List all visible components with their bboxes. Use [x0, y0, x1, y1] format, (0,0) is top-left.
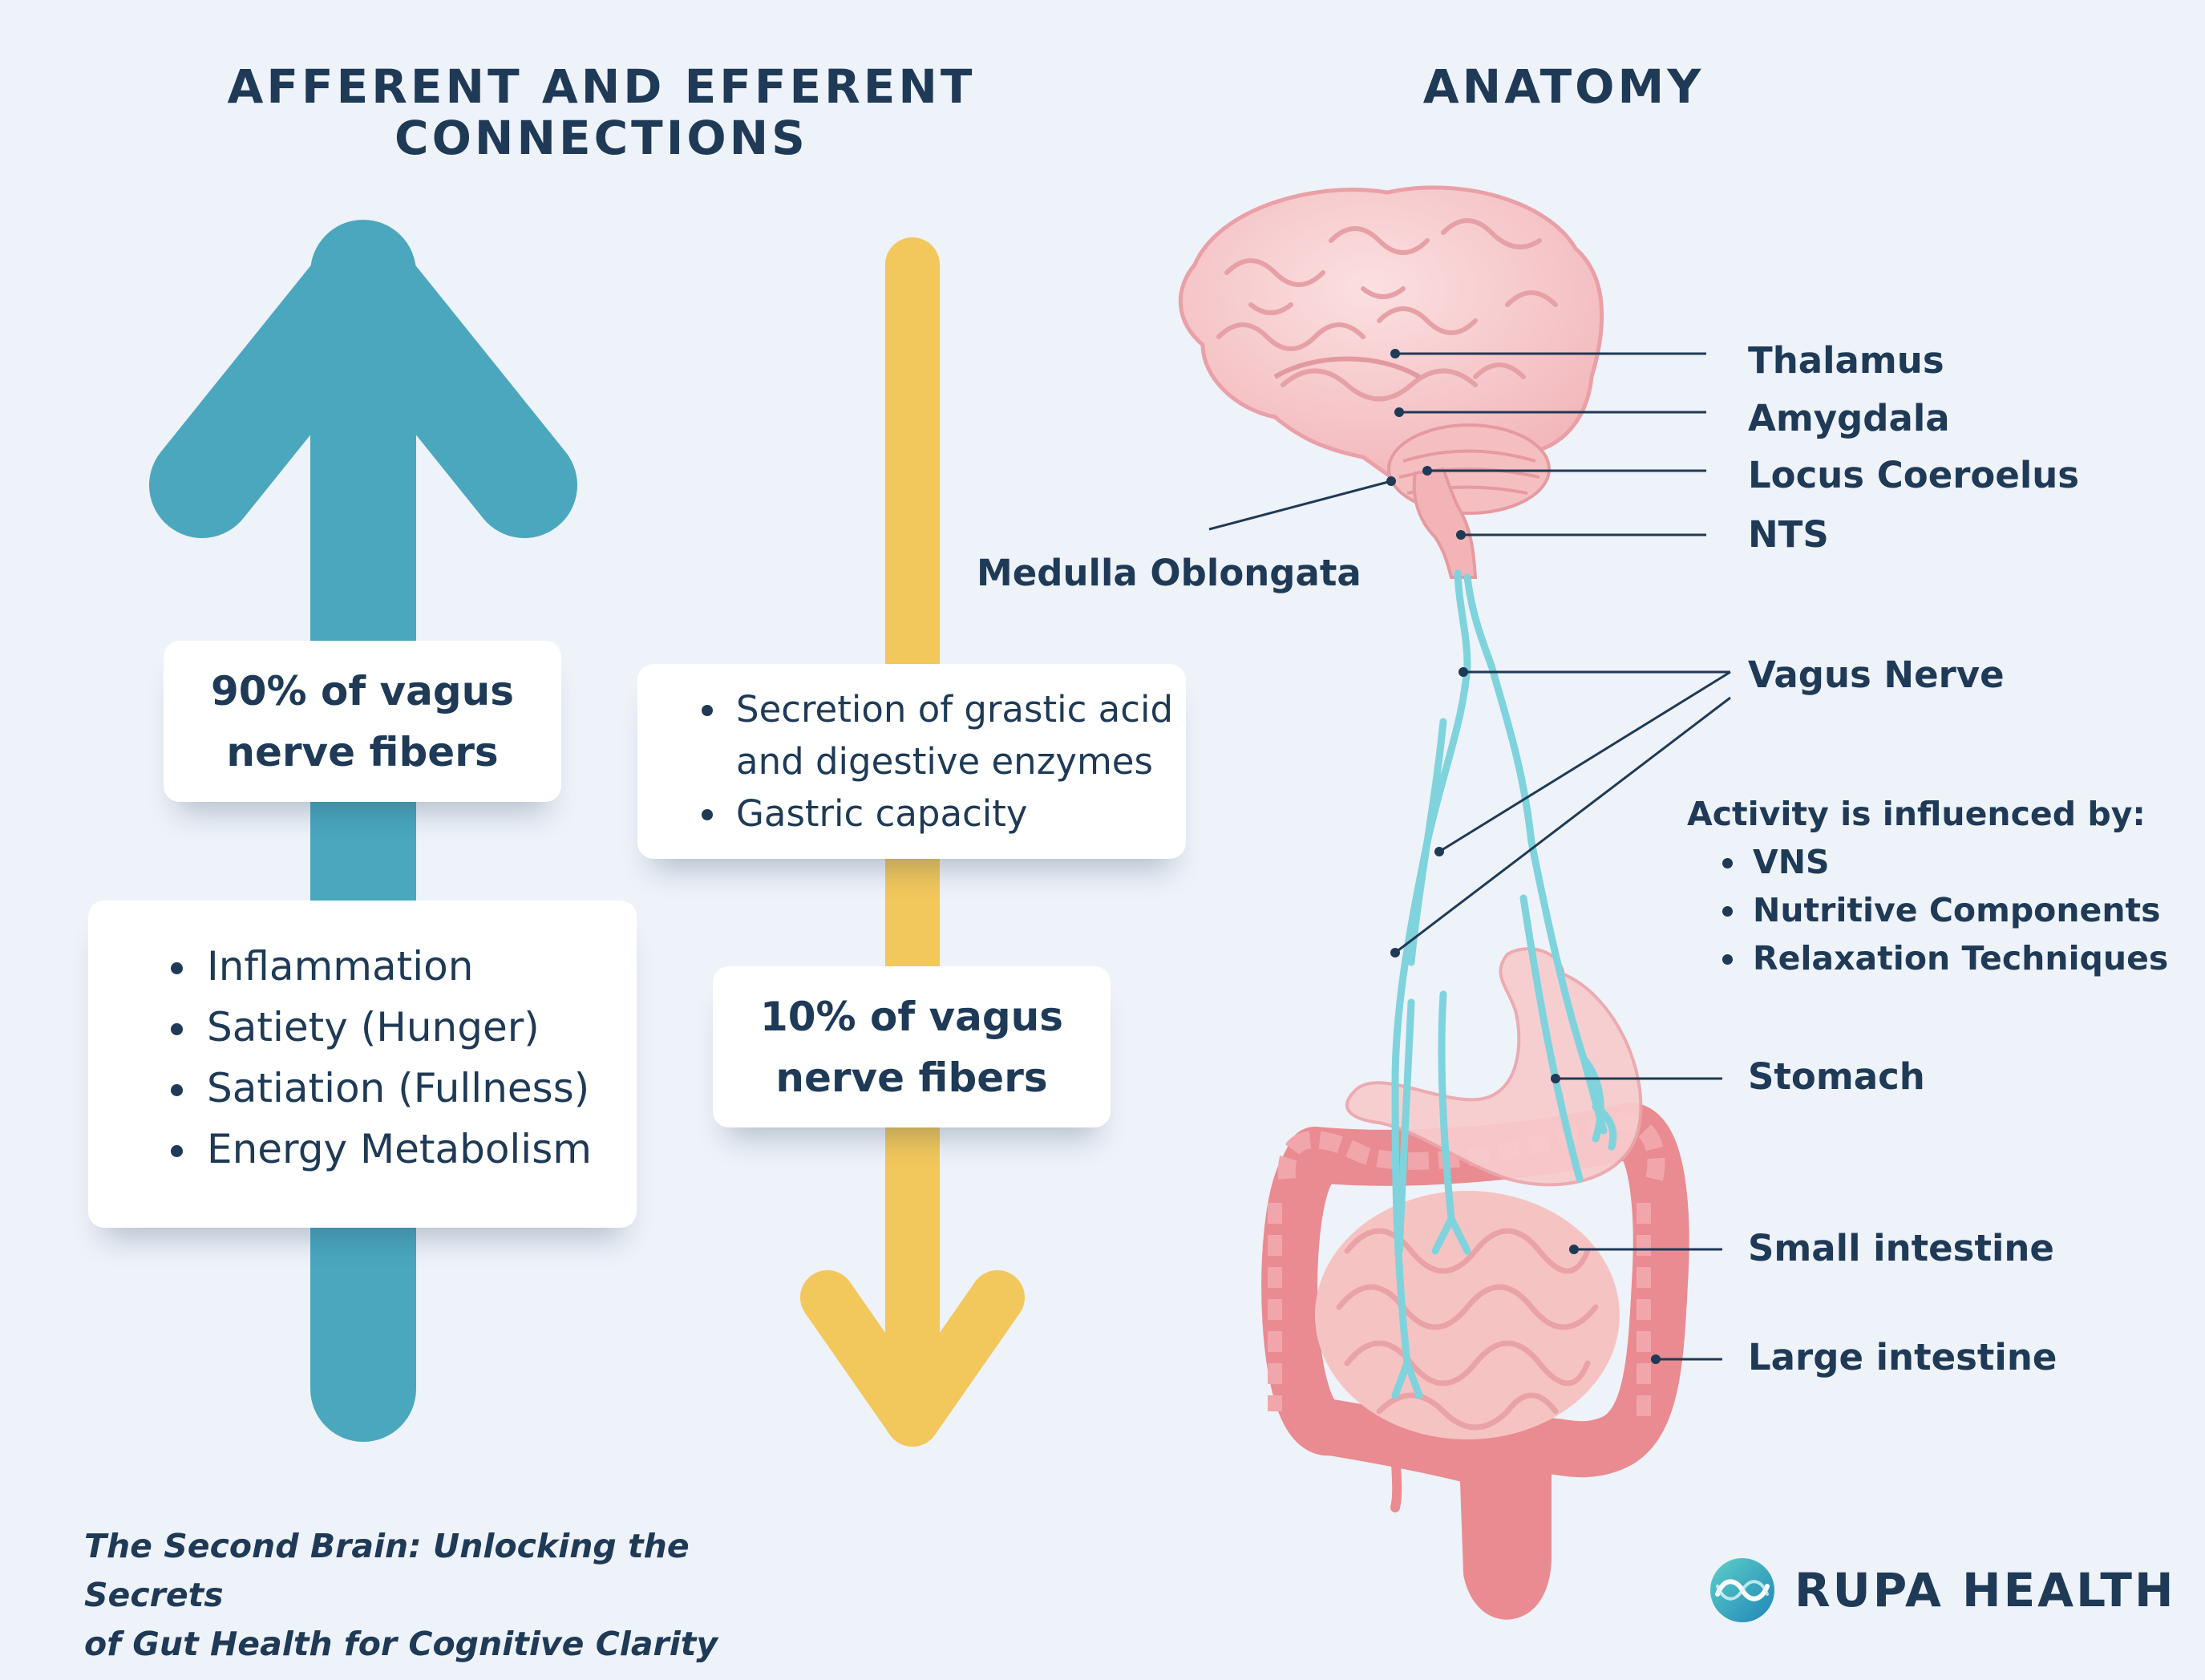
- list-item: Gastric capacity: [730, 787, 1186, 840]
- influence-box: Activity is influenced by: VNS Nutritive…: [1687, 790, 2168, 982]
- afferent-functions-list: Inflammation Satiety (Hunger) Satiation …: [88, 901, 637, 1180]
- efferent-functions-list: Secretion of grastic acid and digestive …: [637, 664, 1186, 840]
- vagus-nerve-icon: [1391, 569, 1617, 1399]
- rupa-health-logo: RUPA HEALTH: [1708, 1556, 2176, 1625]
- list-item: Energy Metabolism: [200, 1119, 637, 1180]
- caption: The Second Brain: Unlocking the Secrets …: [84, 1522, 806, 1669]
- influence-list: VNS Nutritive Components Relaxation Tech…: [1687, 838, 2168, 982]
- label-small-intestine: Small intestine: [1748, 1227, 2054, 1269]
- influence-heading: Activity is influenced by:: [1687, 795, 2146, 833]
- list-item: Satiety (Hunger): [200, 997, 637, 1058]
- label-nts: NTS: [1748, 513, 1829, 556]
- afferent-stat-card: 90% of vagus nerve fibers: [164, 641, 561, 802]
- label-amygdala: Amygdala: [1748, 397, 1950, 439]
- label-vagus-nerve: Vagus Nerve: [1748, 654, 2005, 696]
- list-item: Nutritive Components: [1748, 886, 2168, 934]
- afferent-stat-line-2: nerve fibers: [226, 728, 499, 775]
- efferent-stat-line-2: nerve fibers: [775, 1054, 1048, 1101]
- label-thalamus: Thalamus: [1748, 339, 1944, 382]
- efferent-stat-line-1: 10% of vagus: [759, 993, 1064, 1040]
- list-item: Inflammation: [200, 936, 637, 997]
- small-intestine-icon: [1315, 1191, 1620, 1439]
- brain-icon: [1178, 185, 1604, 579]
- list-item: Secretion of grastic acid and digestive …: [730, 683, 1186, 787]
- leader-lines: [1208, 352, 1731, 1361]
- label-large-intestine: Large intestine: [1748, 1336, 2057, 1378]
- list-item: Satiation (Fullness): [200, 1058, 637, 1119]
- afferent-efferent-title: AFFERENT AND EFFERENT CONNECTIONS: [227, 59, 976, 165]
- caption-line-2: of Gut Health for Cognitive Clarity: [84, 1625, 718, 1663]
- afferent-functions-card: Inflammation Satiety (Hunger) Satiation …: [88, 901, 637, 1228]
- label-stomach: Stomach: [1748, 1055, 1925, 1098]
- large-intestine-icon: [1261, 1103, 1689, 1619]
- label-medulla-oblongata: Medulla Oblongata: [977, 552, 1361, 594]
- list-item: Relaxation Techniques: [1748, 934, 2168, 982]
- leader-dots: [1386, 349, 1661, 1364]
- afferent-stat-line-1: 90% of vagus: [210, 667, 515, 715]
- label-locus-coeroelus: Locus Coeroelus: [1748, 454, 2080, 496]
- caption-line-1: The Second Brain: Unlocking the Secrets: [84, 1527, 690, 1614]
- logo-text: RUPA HEALTH: [1794, 1563, 2176, 1617]
- list-item: VNS: [1748, 838, 2168, 886]
- anatomy-title: ANATOMY: [1422, 59, 1705, 114]
- efferent-stat-card: 10% of vagus nerve fibers: [713, 966, 1111, 1127]
- rupa-logo-icon: [1710, 1558, 1774, 1622]
- efferent-functions-card: Secretion of grastic acid and digestive …: [637, 664, 1186, 859]
